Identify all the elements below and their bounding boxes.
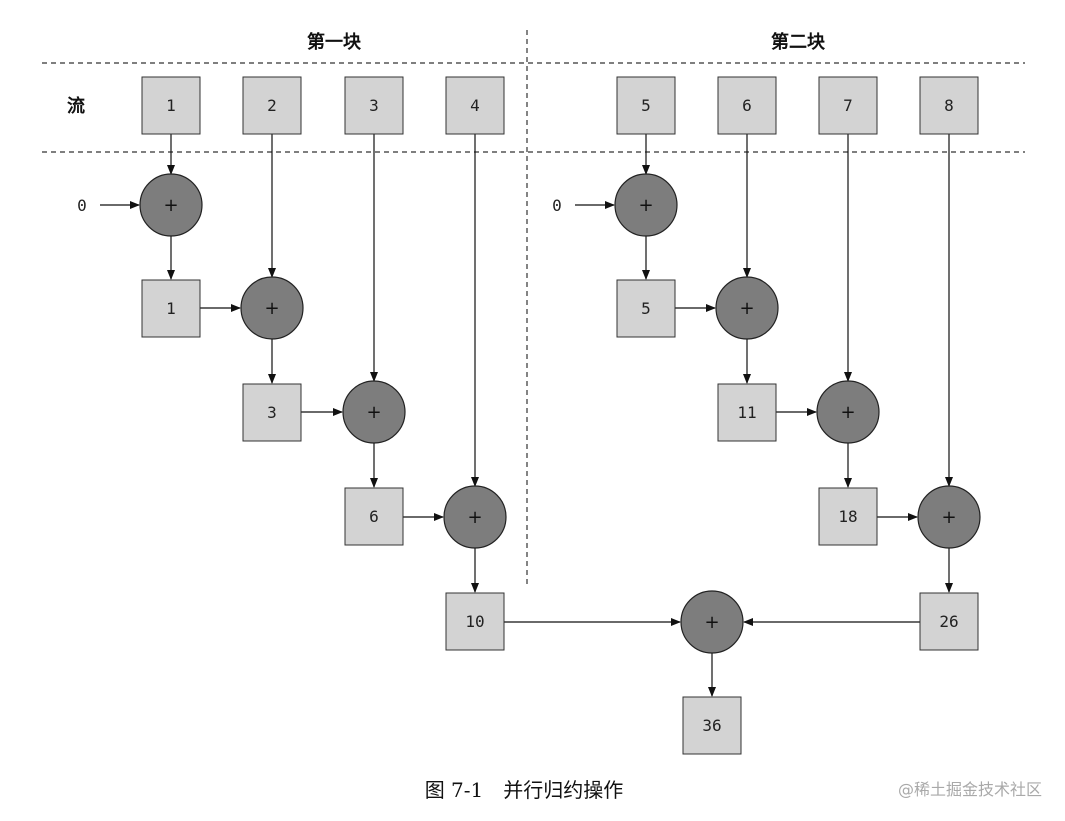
chunk1-header: 第一块 [307,31,362,53]
stream-box [818,76,878,135]
add-operator [342,380,406,444]
operator-symbol: + [163,195,178,216]
figure-caption: 图 7-1 并行归约操作 [425,778,624,802]
chunk1-operators: + + + + [139,173,507,549]
stream-value: 8 [944,96,954,115]
operator-symbol: + [840,402,855,423]
partial-value: 1 [166,299,176,318]
partial-value: 3 [267,403,277,422]
operator-symbol: + [638,195,653,216]
partial-value: 18 [838,507,857,526]
initial-value-chunk1: 0 [77,196,87,215]
stream-value: 2 [267,96,277,115]
partial-value: 26 [939,612,958,631]
add-operator [614,173,678,237]
stream-row: 1 2 3 4 5 6 7 8 [141,76,979,135]
operator-symbol: + [704,612,719,633]
operator-symbol: + [941,507,956,528]
stream-value: 1 [166,96,176,115]
stream-box [141,76,201,135]
stream-box [242,76,302,135]
add-operator [139,173,203,237]
partial-box [242,383,302,442]
add-operator [917,485,981,549]
combine-operator [680,590,744,654]
stream-value: 6 [742,96,752,115]
add-operator [816,380,880,444]
partial-box [344,487,404,546]
chunk2-partials: 5 11 18 26 [616,279,979,651]
chunk1-edges [100,134,479,593]
stream-value: 4 [470,96,480,115]
add-operator [715,276,779,340]
combine-edges [504,618,920,697]
partial-box [616,279,676,338]
partial-box [818,487,878,546]
chunk2-operators: + + + + [614,173,981,549]
stream-value: 3 [369,96,379,115]
stream-box [445,76,505,135]
partial-box [141,279,201,338]
add-operator [443,485,507,549]
stream-value: 7 [843,96,853,115]
partial-value: 10 [465,612,484,631]
chunk1-partials: 1 3 6 10 [141,279,505,651]
initial-value-chunk2: 0 [552,196,562,215]
chunk2-header: 第二块 [771,31,826,53]
partial-box [445,592,505,651]
partial-value: 5 [641,299,651,318]
stream-box [344,76,404,135]
partial-value: 11 [737,403,756,422]
chunk2-edges [575,134,953,593]
stream-box [919,76,979,135]
operator-symbol: + [264,298,279,319]
partial-value: 6 [369,507,379,526]
stream-box [616,76,676,135]
result-value: 36 [702,716,721,735]
add-operator [240,276,304,340]
partial-box [919,592,979,651]
operator-symbol: + [366,402,381,423]
watermark: @稀土掘金技术社区 [898,780,1042,799]
stream-label: 流 [67,95,85,117]
stream-value: 5 [641,96,651,115]
stream-box [717,76,777,135]
result-box [682,696,742,755]
operator-symbol: + [739,298,754,319]
operator-symbol: + [467,507,482,528]
partial-box [717,383,777,442]
